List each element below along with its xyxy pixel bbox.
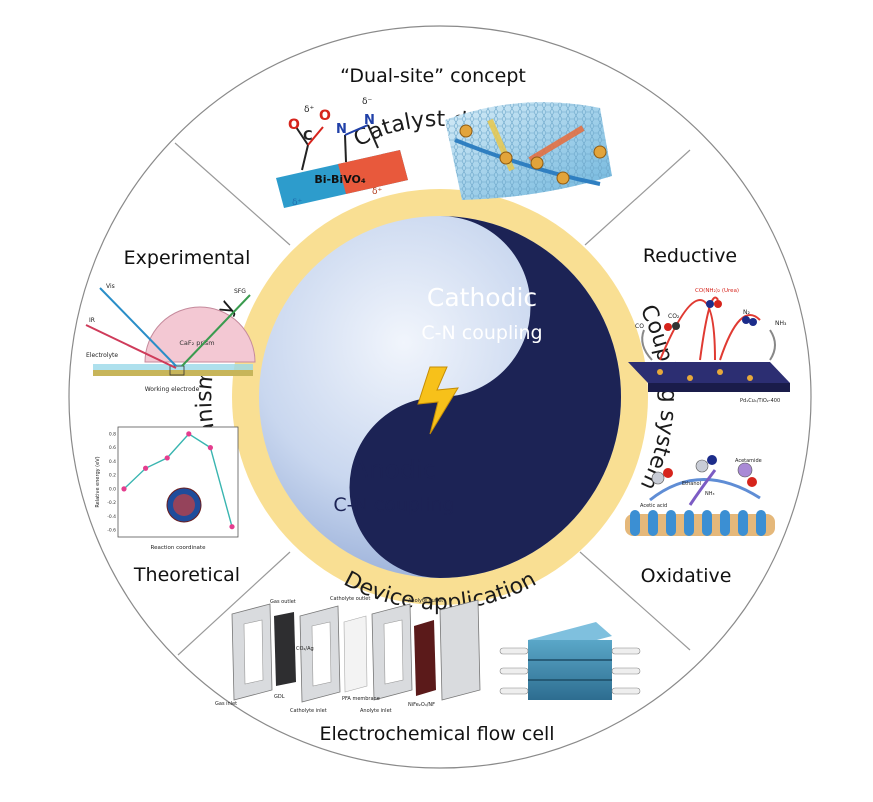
energy-point [143,465,149,471]
energy-y-tick: -0.4 [107,514,116,520]
energy-y-tick: 0.6 [109,445,116,451]
delta-plus-blue: δ⁺ [292,198,303,208]
catholyte-outlet-label: Catholyte outlet [330,596,370,602]
energy-point [121,486,127,492]
sfg-label: SFG [234,288,246,295]
delta-plus-red: δ⁺ [372,187,383,197]
gas-outlet-label: Gas outlet [270,599,296,605]
delta-plus-carbon: δ⁺ [304,105,315,115]
co2-ag-label: CO₂/Ag [296,646,314,652]
energy-curve [123,432,233,527]
metal-atom [459,124,473,138]
nitrogen-atom-left: N [336,122,347,137]
caf2-prism [144,306,256,363]
metal-atom [556,171,570,185]
ethanol-label: Ethanol [682,481,701,487]
energy-y-tick: 0.8 [109,431,116,437]
label-oxidative: Oxidative [641,565,732,587]
energy-y-tick: 0.4 [109,459,116,465]
ir-beam [85,324,177,369]
acetamide-label: Acetamide [735,458,762,464]
acetic-acid-label: Acetic acid [640,503,667,509]
metal-atom [530,156,544,170]
label-theoretical: Theoretical [133,564,240,586]
cathodic-subtitle: C-N coupling [421,322,542,344]
metal-atom [593,145,607,159]
anodic-title: Anodic [352,455,437,484]
anolyte-outlet-label: Anolyte outlet [408,598,443,604]
energy-points [121,431,235,530]
catalyst-rods [625,510,775,536]
urea-label: CO(NH₂)₂ (Urea) [695,288,739,294]
catalyst-surface [628,362,790,383]
nh3-oxidative-label: NH₃ [705,491,715,497]
nife-foam [414,620,436,696]
bivo4-slab-red [338,150,408,194]
nitrogen-atom-right: N [364,113,375,128]
bivo4-label: Bi-BiVO₄ [314,173,366,186]
energy-profile-figure: 0.8 0.6 0.4 0.2 0.0 -0.2 -0.4 -0.6 Relative ene… [95,426,239,551]
vis-beam [99,287,177,367]
energy-point [207,445,213,451]
nife-foam-label: NiFe₂O₄/NF [408,702,435,708]
co-label: CO [635,323,644,330]
energy-y-ticks: 0.8 0.6 0.4 0.2 0.0 -0.2 -0.4 -0.6 [107,431,116,533]
cathodic-half [349,216,621,578]
catholyte-inlet-label: Catholyte inlet [290,708,327,714]
exploded-flow-cell-figure: Gas outlet Gas inlet Catholyte outlet Ca… [215,596,481,714]
sfg-beam [181,294,251,367]
oxygen-atom-left: O [288,117,300,133]
energy-point [164,455,170,461]
label-experimental: Experimental [124,247,251,269]
delta-minus-nitrogen: δ⁻ [362,97,373,107]
caf2-prism-label: CaF₂ prism [179,339,214,347]
energy-point [229,524,235,530]
ir-label: IR [89,317,95,324]
oxygen-atom-right: O [319,108,331,124]
relative-energy-label: Relative energy (eV) [95,456,101,507]
stacked-flow-cell-figure [499,622,641,700]
graphene-sheet-figure [445,102,612,200]
gdl-layer [274,612,296,686]
gdl-label: GDL [274,694,285,700]
metal-atom [499,151,513,165]
label-dual-site-concept: “Dual-site” concept [340,65,526,87]
nh3-label: NH₃ [775,320,787,327]
tubing [499,647,641,695]
lightning-bolt-icon [417,366,459,435]
energy-y-tick: -0.6 [107,528,116,534]
pd-catalyst-label: Pd₁Cu₁/TiO₂-400 [740,398,780,404]
cathodic-title: Cathodic [427,283,537,312]
pfa-membrane-label: PFA membrane [342,696,380,702]
anolyte-inlet-label: Anolyte inlet [360,708,392,714]
gas-inlet-label: Gas inlet [215,701,237,707]
energy-point [186,431,192,437]
n2-label: N₂ [743,309,750,316]
reaction-coordinate-label: Reaction coordinate [151,545,207,551]
carbon-atom: C [303,129,313,144]
flow-cell-block [528,640,612,700]
vis-label: Vis [106,283,115,290]
pfa-membrane [343,615,368,693]
endplate-right [439,599,481,701]
sfg-setup-figure: CaF₂ prism Vis IR SFG Electrolyte Workin… [85,283,256,393]
working-electrode-label: Working electrode [145,386,200,393]
section-dividers [174,142,691,656]
label-electrochemical-flow-cell: Electrochemical flow cell [319,723,554,745]
co2-label: CO₂ [668,313,680,320]
anodic-subtitle: C-N coupling [333,494,454,516]
reductive-coupling-figure: CO CO₂ CO(NH₂)₂ (Urea) N₂ NH₃ Pd₁Cu₁/TiO… [628,288,790,404]
bivo4-dual-site-figure: Bi-BiVO₄ δ⁺ δ⁺ O O C N N δ⁺ δ⁻ [276,97,408,208]
oxidative-coupling-figure: Acetic acid Ethanol NH₃ Acetamide [625,455,775,536]
energy-y-tick: 0.0 [109,486,116,492]
electrolyte-label: Electrolyte [86,352,118,359]
energy-y-tick: -0.2 [107,500,116,506]
working-electrode-plate [93,370,253,376]
label-reductive: Reductive [643,245,737,267]
energy-y-tick: 0.2 [109,473,116,479]
